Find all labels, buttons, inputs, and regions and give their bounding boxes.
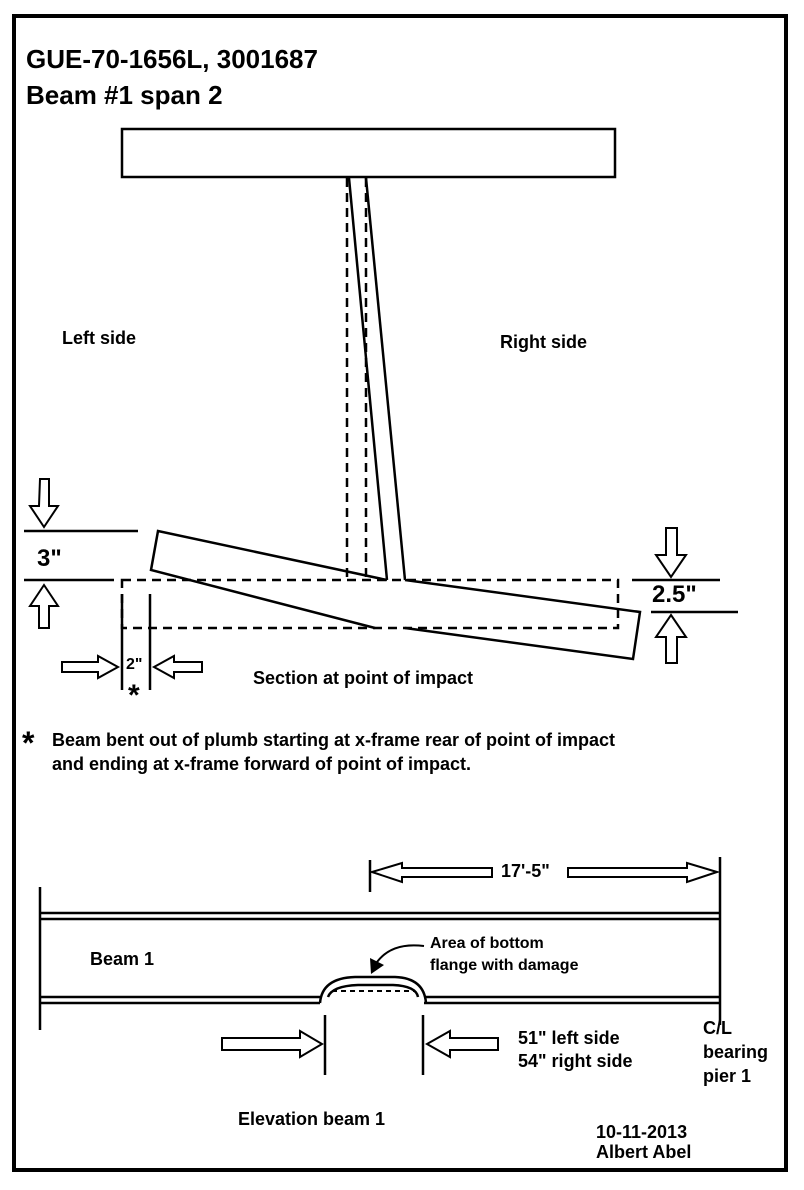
arrow-left-span <box>368 861 493 884</box>
damage-leader-head <box>370 958 384 974</box>
note-line1: Beam bent out of plumb starting at x-fra… <box>52 730 616 750</box>
rotated-flange-outline-right <box>404 578 642 661</box>
drawing-date: 10-11-2013 <box>596 1122 688 1142</box>
left-side-label: Left side <box>62 328 137 348</box>
cl-bearing-line1: C/L <box>703 1018 732 1038</box>
dim-left-3in: 3" <box>37 545 62 572</box>
arrow-right-span <box>567 861 721 884</box>
arrow-left-damage <box>424 1029 499 1059</box>
dim-bottom-2in: 2" <box>126 656 143 673</box>
arrow-left-2in <box>151 654 203 680</box>
damage-leader <box>376 944 425 963</box>
section-caption: Section at point of impact <box>253 668 474 688</box>
drawing-border <box>12 14 788 1172</box>
original-bottom-flange <box>120 578 620 630</box>
dim-right-2-5in: 2.5" <box>652 581 697 608</box>
damage-label-line1: Area of bottom <box>430 935 544 952</box>
drawing-title-line2: Beam #1 span 2 <box>26 80 223 110</box>
arrow-down-left <box>28 478 60 529</box>
arrow-right-2in <box>61 654 121 680</box>
drawing-author: Albert Abel <box>596 1142 692 1162</box>
arrow-right-damage <box>221 1029 324 1059</box>
cl-bearing-line3: pier 1 <box>703 1066 752 1086</box>
cl-bearing-line2: bearing <box>703 1042 769 1062</box>
arrow-down-right <box>654 527 688 579</box>
arrow-up-left <box>28 583 60 629</box>
right-side-label: Right side <box>500 332 588 352</box>
damage-bulge-outer <box>318 975 428 1004</box>
bent-web-right <box>364 177 407 581</box>
section-asterisk: * <box>128 679 140 712</box>
note-line2: and ending at x-frame forward of point o… <box>52 754 472 774</box>
damage-label-line2: flange with damage <box>430 957 579 974</box>
damage-length-right: 54" right side <box>518 1051 633 1071</box>
rotated-flange-outline <box>149 529 388 630</box>
deck-slab <box>120 127 617 179</box>
elevation-caption: Elevation beam 1 <box>238 1109 386 1129</box>
drawing-title-line1: GUE-70-1656L, 3001687 <box>26 44 318 74</box>
span-dimension: 17'-5" <box>501 861 550 881</box>
arrow-up-right <box>654 613 688 664</box>
beam-label: Beam 1 <box>90 949 155 969</box>
note-asterisk: * <box>22 725 35 761</box>
bent-web-left <box>347 177 389 581</box>
damage-length-left: 51" left side <box>518 1028 620 1048</box>
